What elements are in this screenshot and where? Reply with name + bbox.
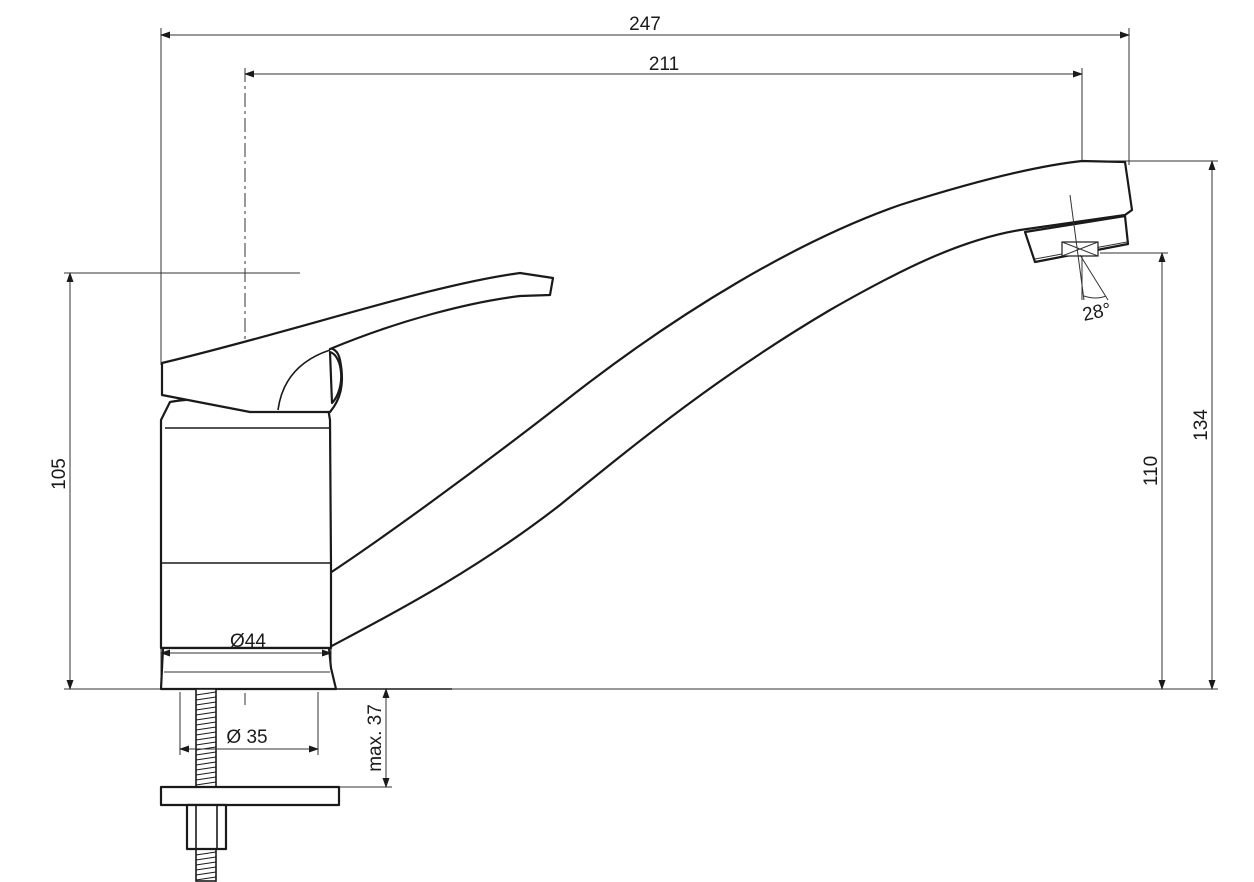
dim-overall-height: 134 — [1191, 160, 1216, 690]
spout — [317, 159, 1134, 650]
mounting-nut — [185, 803, 228, 851]
body-diameter-label: Ø44 — [230, 631, 266, 652]
lever-handle — [160, 271, 555, 414]
spout-reach-label: 211 — [649, 54, 679, 75]
base-ring — [159, 646, 338, 691]
dim-outlet-height: 110 — [1141, 252, 1166, 690]
mounting-plate — [159, 785, 341, 807]
handle-cap — [328, 350, 343, 405]
lever-height-label: 105 — [49, 458, 70, 490]
outlet-angle-label: 28° — [1081, 299, 1113, 326]
dim-max-thickness: max. 37 — [365, 688, 390, 788]
dim-body-diameter: Ø44 — [160, 631, 332, 657]
faucet-body — [159, 396, 338, 691]
overall-height-label: 134 — [1191, 409, 1212, 441]
max-thickness-label: max. 37 — [365, 704, 386, 772]
dim-hole-diameter: Ø 35 — [179, 727, 319, 753]
dim-spout-reach: 211 — [244, 54, 1083, 78]
aerator — [1023, 214, 1130, 264]
dim-overall-length: 247 — [160, 14, 1130, 39]
hole-diameter-label: Ø 35 — [226, 727, 267, 748]
outlet-height-label: 110 — [1141, 456, 1162, 486]
overall-length-label: 247 — [629, 14, 661, 35]
threaded-rod — [195, 688, 217, 882]
dim-lever-height: 105 — [49, 272, 74, 690]
